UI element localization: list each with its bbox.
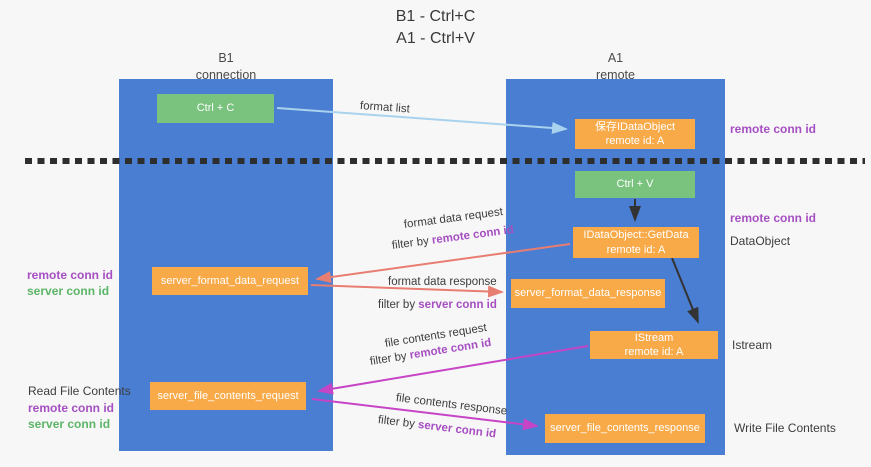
read-file-contents-annotation: Read File Contents <box>28 384 131 398</box>
remote-conn-id-annotation-left2: remote conn id <box>28 401 115 415</box>
filter-by-text: filter by <box>391 235 430 252</box>
column-header-a1: A1 remote <box>506 50 725 84</box>
filter-by-server-conn-id-label-2: filter by server conn id <box>377 414 496 440</box>
istream-box: IStream remote id: A <box>590 331 718 359</box>
istream-line2: remote id: A <box>624 346 684 358</box>
ctrl-v-label: Ctrl + V <box>616 178 654 191</box>
server-conn-id-annotation-left2: server conn id <box>28 417 111 431</box>
save-dataobject-box: 保存IDataObject remote id: A <box>575 119 695 149</box>
server-file-contents-request-label: server_file_contents_request <box>157 389 299 402</box>
istream-annotation: Istream <box>732 338 773 352</box>
ctrl-c-box: Ctrl + C <box>157 94 274 123</box>
filter-by-text: filter by <box>369 350 408 368</box>
server-file-contents-response-label: server_file_contents_response <box>550 422 700 435</box>
dataobject-annotation: DataObject <box>730 234 791 248</box>
file-contents-response-label: file contents response <box>395 392 508 418</box>
server-file-contents-response-box: server_file_contents_response <box>545 414 705 443</box>
server-format-data-request-box: server_format_data_request <box>152 267 308 295</box>
server-format-data-response-box: server_format_data_response <box>511 279 665 308</box>
diagram-title: B1 - Ctrl+C A1 - Ctrl+V <box>0 6 871 49</box>
ctrl-v-box: Ctrl + V <box>575 171 695 198</box>
server-format-data-response-label: server_format_data_response <box>514 287 662 300</box>
server-conn-id-keyword: server conn id <box>418 299 497 311</box>
server-file-contents-request-box: server_file_contents_request <box>150 382 306 410</box>
remote-conn-id-annotation-left1: remote conn id <box>27 268 114 282</box>
getdata-line1: IDataObject::GetData <box>583 229 689 242</box>
getdata-line2: remote id: A <box>606 243 666 256</box>
title-line-1: B1 - Ctrl+C <box>395 8 476 25</box>
filter-by-text: filter by <box>377 414 416 431</box>
write-file-contents-annotation: Write File Contents <box>734 421 836 435</box>
filter-by-text: filter by <box>378 299 416 311</box>
save-dataobject-line2: remote id: A <box>605 135 665 147</box>
column-a1-subtitle: remote <box>596 67 635 82</box>
filter-by-server-conn-id-label-1: filter by server conn id <box>378 299 497 311</box>
format-list-label: format list <box>359 100 411 116</box>
ctrl-c-label: Ctrl + C <box>196 102 235 115</box>
remote-conn-id-annotation-mid: remote conn id <box>730 211 817 225</box>
remote-conn-id-annotation-top: remote conn id <box>730 122 817 136</box>
column-a1-name: A1 <box>607 51 624 65</box>
remote-conn-id-keyword: remote conn id <box>431 224 515 247</box>
title-line-2: A1 - Ctrl+V <box>396 29 475 47</box>
istream-line1: IStream <box>634 331 674 344</box>
getdata-box: IDataObject::GetData remote id: A <box>573 227 699 258</box>
column-b1-name: B1 <box>218 51 234 65</box>
server-format-data-request-label: server_format_data_request <box>160 274 300 287</box>
format-data-response-label: format data response <box>388 276 497 288</box>
server-conn-id-keyword: server conn id <box>417 418 497 441</box>
save-dataobject-line1: 保存IDataObject <box>594 120 676 133</box>
column-header-b1: B1 connection <box>119 50 333 84</box>
column-b1-subtitle: connection <box>195 67 257 82</box>
server-conn-id-annotation-left1: server conn id <box>27 284 110 298</box>
